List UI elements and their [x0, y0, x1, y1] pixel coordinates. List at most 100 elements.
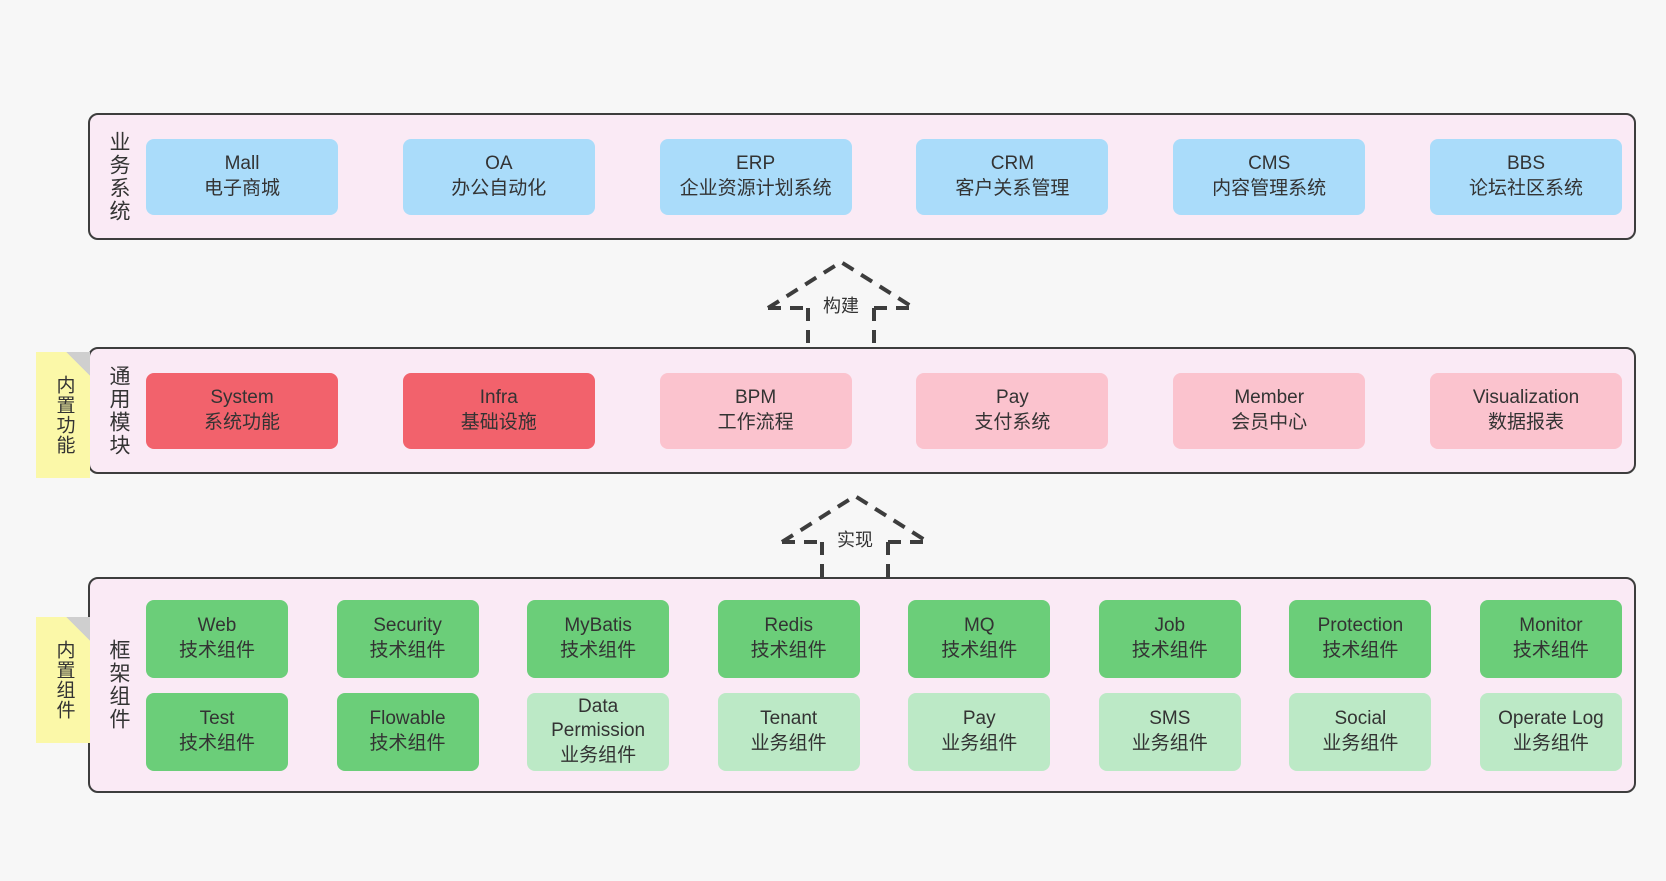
card-subtitle: 技术组件: [750, 639, 827, 661]
card-title: Web: [197, 615, 237, 637]
card-title: Pay: [962, 708, 996, 730]
card-row: Mall 电子商城 OA 办公自动化 ERP 企业资源计划系统 CRM 客户关系…: [146, 138, 1622, 215]
card-subtitle: 业务组件: [941, 732, 1018, 754]
card-title: Mall: [224, 153, 260, 175]
card-title: Visualization: [1472, 387, 1580, 409]
card-mybatis[interactable]: MyBatis 技术组件: [527, 599, 670, 678]
card-subtitle: 基础设施: [460, 411, 537, 433]
card-pay-module[interactable]: Pay 支付系统: [916, 372, 1109, 449]
layer-body-common-modules: System 系统功能 Infra 基础设施 BPM 工作流程 Pay 支付系统…: [140, 355, 1622, 466]
card-subtitle: 数据报表: [1487, 411, 1564, 433]
card-operate-log[interactable]: Operate Log 业务组件: [1479, 692, 1622, 771]
layer-body-framework-components: Web 技术组件 Security 技术组件 MyBatis 技术组件 Redi…: [140, 585, 1622, 785]
arrow-head-outline: [766, 259, 916, 310]
card-subtitle: 会员中心: [1231, 411, 1308, 433]
card-subtitle: 技术组件: [560, 639, 637, 661]
card-title: MQ: [963, 615, 995, 637]
connector-label: 实现: [837, 530, 873, 550]
card-title: CRM: [990, 153, 1035, 175]
card-title: Protection: [1317, 615, 1404, 637]
card-title: Social: [1334, 708, 1387, 730]
connector-implement: 实现: [770, 490, 940, 590]
card-title: Job: [1154, 615, 1186, 637]
card-title: Test: [199, 708, 235, 730]
card-flowable[interactable]: Flowable 技术组件: [336, 692, 479, 771]
card-title: Data Permission: [551, 696, 646, 742]
card-subtitle: 业务组件: [750, 732, 827, 754]
card-oa[interactable]: OA 办公自动化: [402, 138, 595, 215]
arrow-head-outline: [780, 493, 930, 544]
card-title: OA: [485, 153, 513, 175]
card-redis[interactable]: Redis 技术组件: [717, 599, 860, 678]
card-subtitle: 技术组件: [178, 732, 255, 754]
card-title: SMS: [1149, 708, 1191, 730]
card-social[interactable]: Social 业务组件: [1289, 692, 1432, 771]
card-subtitle: 系统功能: [203, 411, 280, 433]
layer-title-business-systems: 业务系统: [107, 130, 131, 223]
card-subtitle: 技术组件: [369, 639, 446, 661]
card-subtitle: 技术组件: [178, 639, 255, 661]
card-title: BBS: [1506, 153, 1545, 175]
card-visualization[interactable]: Visualization 数据报表: [1429, 372, 1622, 449]
card-crm[interactable]: CRM 客户关系管理: [916, 138, 1109, 215]
sticky-note-builtin-components: 内置组件: [36, 617, 90, 743]
card-security[interactable]: Security 技术组件: [336, 599, 479, 678]
card-title: ERP: [736, 153, 776, 175]
card-cms[interactable]: CMS 内容管理系统: [1173, 138, 1366, 215]
card-bpm[interactable]: BPM 工作流程: [659, 372, 852, 449]
card-web[interactable]: Web 技术组件: [146, 599, 288, 678]
sticky-note-builtin-features: 内置功能: [36, 352, 90, 478]
card-subtitle: 技术组件: [1512, 639, 1589, 661]
card-erp[interactable]: ERP 企业资源计划系统: [659, 138, 852, 215]
card-subtitle: 工作流程: [717, 411, 794, 433]
card-row: Web 技术组件 Security 技术组件 MyBatis 技术组件 Redi…: [146, 599, 1622, 678]
card-subtitle: 办公自动化: [451, 177, 547, 199]
card-monitor[interactable]: Monitor 技术组件: [1479, 599, 1622, 678]
card-title: CMS: [1248, 153, 1291, 175]
card-pay-component[interactable]: Pay 业务组件: [908, 692, 1051, 771]
card-job[interactable]: Job 技术组件: [1098, 599, 1241, 678]
card-title: Member: [1234, 387, 1305, 409]
card-subtitle: 论坛社区系统: [1468, 177, 1583, 199]
layer-business-systems: 业务系统 Mall 电子商城 OA 办公自动化 ERP 企业资源计划系统 CRM…: [88, 113, 1636, 240]
card-mall[interactable]: Mall 电子商城: [146, 138, 338, 215]
card-title: Flowable: [369, 708, 446, 730]
card-title: BPM: [735, 387, 777, 409]
card-data-permission[interactable]: Data Permission 业务组件: [527, 692, 670, 771]
card-row: Test 技术组件 Flowable 技术组件 Data Permission …: [146, 692, 1622, 771]
card-subtitle: 技术组件: [369, 732, 446, 754]
card-subtitle: 客户关系管理: [955, 177, 1070, 199]
card-system[interactable]: System 系统功能: [146, 372, 338, 449]
sticky-note-label: 内置组件: [53, 640, 75, 720]
card-subtitle: 业务组件: [1512, 732, 1589, 754]
card-title: Tenant: [760, 708, 818, 730]
card-subtitle: 业务组件: [1322, 732, 1399, 754]
card-title: Monitor: [1519, 615, 1583, 637]
connector-label: 构建: [823, 296, 859, 316]
card-subtitle: 电子商城: [203, 177, 280, 199]
card-bbs[interactable]: BBS 论坛社区系统: [1429, 138, 1622, 215]
card-title: Security: [373, 615, 442, 637]
card-sms[interactable]: SMS 业务组件: [1098, 692, 1241, 771]
card-member[interactable]: Member 会员中心: [1173, 372, 1366, 449]
card-infra[interactable]: Infra 基础设施: [402, 372, 595, 449]
card-test[interactable]: Test 技术组件: [146, 692, 288, 771]
layer-title-common-modules: 通用模块: [107, 364, 131, 457]
card-mq[interactable]: MQ 技术组件: [908, 599, 1051, 678]
card-row: System 系统功能 Infra 基础设施 BPM 工作流程 Pay 支付系统…: [146, 372, 1622, 449]
card-tenant[interactable]: Tenant 业务组件: [717, 692, 860, 771]
layer-common-modules: 通用模块 System 系统功能 Infra 基础设施 BPM 工作流程 Pay…: [88, 347, 1636, 474]
card-subtitle: 支付系统: [974, 411, 1051, 433]
card-protection[interactable]: Protection 技术组件: [1289, 599, 1432, 678]
card-subtitle: 业务组件: [560, 744, 637, 766]
card-subtitle: 企业资源计划系统: [679, 177, 832, 199]
card-title: System: [210, 387, 274, 409]
connector-build: 构建: [756, 256, 926, 356]
card-subtitle: 技术组件: [941, 639, 1018, 661]
page-fold-icon: [66, 617, 90, 641]
card-title: Operate Log: [1498, 708, 1604, 730]
layer-framework-components: 框架组件 Web 技术组件 Security 技术组件 MyBatis 技术组件…: [88, 577, 1636, 793]
card-title: Infra: [479, 387, 518, 409]
card-title: Pay: [996, 387, 1029, 409]
